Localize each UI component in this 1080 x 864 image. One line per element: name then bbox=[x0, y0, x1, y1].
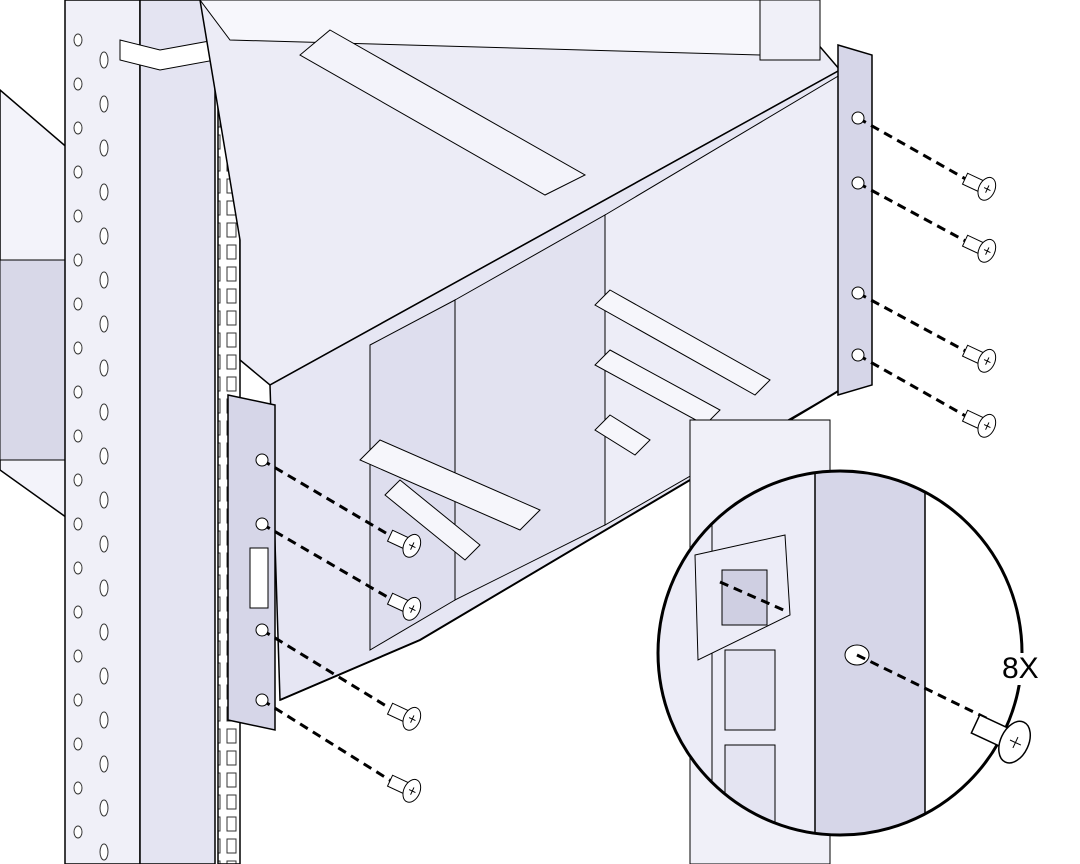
alignment-dashed-line bbox=[261, 522, 397, 604]
rail-hole bbox=[73, 121, 83, 135]
rail-hole bbox=[99, 139, 109, 157]
rail-hole bbox=[99, 51, 109, 69]
alignment-dashed-line bbox=[857, 291, 972, 356]
rail-hole bbox=[99, 359, 109, 377]
rail-hole bbox=[73, 77, 83, 91]
rail-hole bbox=[73, 165, 83, 179]
rail-hole bbox=[99, 843, 109, 861]
rail-hole bbox=[99, 447, 109, 465]
screw-icon bbox=[386, 702, 422, 731]
rail-hole bbox=[73, 473, 83, 487]
rail-hole bbox=[73, 561, 83, 575]
screw-icon bbox=[961, 172, 997, 201]
rail-hole bbox=[73, 253, 83, 267]
rail-hole bbox=[99, 271, 109, 289]
rail-hole bbox=[99, 403, 109, 421]
rail-hole bbox=[99, 315, 109, 333]
rail-hole bbox=[73, 781, 83, 795]
mounting-hole bbox=[851, 111, 865, 125]
rail-hole bbox=[73, 429, 83, 443]
rail-hole bbox=[99, 623, 109, 641]
alignment-dashed-line bbox=[857, 353, 972, 421]
rail-hole bbox=[99, 95, 109, 113]
alignment-dashed-line bbox=[261, 698, 397, 786]
screw-icon bbox=[386, 774, 422, 803]
rail-hole bbox=[73, 649, 83, 663]
rail-hole bbox=[73, 605, 83, 619]
rail-hole bbox=[99, 755, 109, 773]
rail-hole bbox=[99, 535, 109, 553]
rail-hole bbox=[99, 667, 109, 685]
mounting-hole bbox=[851, 348, 865, 362]
right-mounting-bracket bbox=[837, 43, 873, 397]
rail-hole bbox=[99, 183, 109, 201]
rail-hole bbox=[73, 297, 83, 311]
mounting-hole bbox=[255, 693, 269, 707]
mounting-hole bbox=[851, 286, 865, 300]
background-shelf bbox=[0, 89, 71, 522]
alignment-dashed-line bbox=[261, 628, 397, 714]
screw-icon bbox=[961, 409, 997, 438]
screw-icon bbox=[970, 713, 1032, 764]
mounting-hole bbox=[255, 517, 269, 531]
mounting-hole bbox=[255, 453, 269, 467]
rail-hole bbox=[73, 385, 83, 399]
rail-hole bbox=[73, 33, 83, 47]
detail-magnifier bbox=[656, 469, 1032, 837]
rail-hole bbox=[99, 227, 109, 245]
left-mounting-bracket bbox=[227, 394, 276, 731]
mounting-hole bbox=[255, 623, 269, 637]
quantity-label: 8X bbox=[1000, 652, 1041, 685]
rail-hole bbox=[99, 711, 109, 729]
rail-hole bbox=[73, 517, 83, 531]
screw-icon bbox=[386, 529, 422, 558]
alignment-dashed-line bbox=[261, 458, 397, 541]
screw-icon bbox=[961, 234, 997, 263]
alignment-dashed-line bbox=[857, 116, 972, 184]
screw-icon bbox=[961, 344, 997, 373]
screw-icon bbox=[386, 592, 422, 621]
mounting-hole bbox=[851, 176, 865, 190]
alignment-dashed-line bbox=[857, 181, 972, 246]
rail-hole bbox=[73, 825, 83, 839]
rail-hole bbox=[73, 209, 83, 223]
rail-hole bbox=[99, 491, 109, 509]
rail-hole bbox=[73, 737, 83, 751]
rail-hole bbox=[73, 693, 83, 707]
rail-hole bbox=[73, 341, 83, 355]
rail-hole bbox=[99, 579, 109, 597]
rail-hole bbox=[99, 799, 109, 817]
left-rack-rail bbox=[64, 0, 241, 864]
